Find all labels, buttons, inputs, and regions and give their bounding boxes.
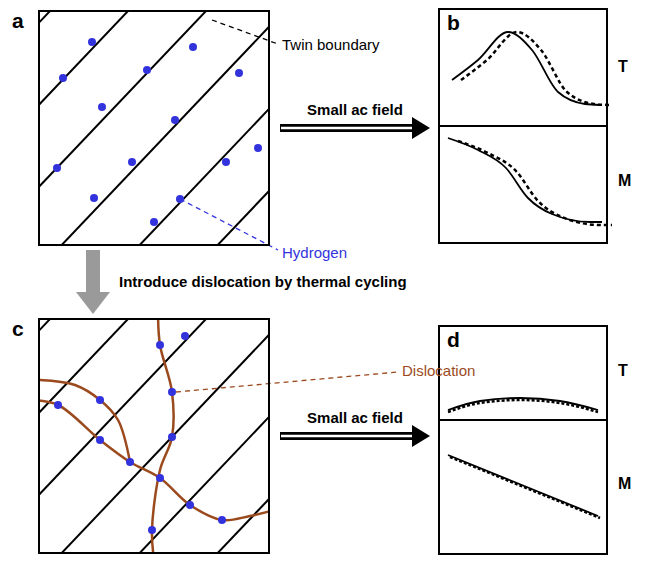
hydrogen-atom [156,474,164,482]
axis-label: T [618,362,628,380]
boundary-label: Twin boundary [282,36,380,53]
hydrogen-atom [98,103,106,111]
twin-boundaries [39,319,269,553]
arrow-head [412,425,430,447]
arrow-label: Small ac field [307,101,403,118]
twin-boundary [39,319,56,553]
axis-label: T [618,58,628,76]
hydrogen-atom [156,341,164,349]
hydrogen-atom [168,388,176,396]
panel-divider [438,125,608,127]
panel-letter: c [12,318,24,339]
hydrogen-dots [53,38,262,226]
hydrogen-atom [88,38,96,46]
twin-boundary [39,11,56,245]
arrow-shaft [280,124,414,132]
axis-label: M [618,172,631,190]
arrow-head [412,117,430,139]
leader-line [180,199,278,250]
hydrogen-atom [59,74,67,82]
hydrogen-atom [186,501,194,509]
hydrogen-atom [143,66,151,74]
panel-box: b [438,8,608,244]
hydrogen-atom [218,516,226,524]
response-curve [448,138,602,222]
twin-boundary [134,11,269,245]
twin-boundary [212,11,269,245]
twin-boundaries [39,11,269,245]
panel-box: a [38,10,270,246]
hydrogen-atom [53,164,61,172]
hydrogen-atom [189,43,197,51]
response-curves [448,32,612,518]
response-curve [450,457,600,518]
panel-divider [438,419,608,421]
transition-arrow [280,425,430,447]
arrow-shaft-inner [281,127,412,130]
twin-boundary [56,11,269,245]
hydrogen-dots [54,332,226,534]
twin-boundary [39,11,212,245]
twin-boundary [134,319,269,553]
dislocation-label: Dislocation [402,362,475,379]
panel-letter: a [12,10,24,31]
dislocation-lines [39,319,269,553]
twin-boundary [39,319,134,553]
panel-letter: d [447,329,460,350]
hydrogen-atom [148,526,156,534]
hydrogen-atom [168,433,176,441]
arrow-label: Small ac field [307,409,403,426]
response-curve [452,32,600,105]
panel-box: d [438,325,608,555]
hydrogen-atom [171,116,179,124]
response-curve [448,400,598,412]
arrow-shaft-inner [281,435,412,438]
twin-boundary [39,11,134,245]
hydrogen-atom [126,458,134,466]
leader-line [176,372,398,392]
arrow-head [76,292,110,314]
hydrogen-atom [181,332,189,340]
hydrogen-label: Hydrogen [282,244,347,261]
twin-boundary [39,319,212,553]
arrow-shaft [280,432,414,440]
hydrogen-atom [222,158,230,166]
hydrogen-atom [54,401,62,409]
response-curve [461,32,609,105]
transition-arrow [280,117,430,139]
hydrogen-atom [96,436,104,444]
panel-box: c [38,318,270,554]
hydrogen-atom [96,396,104,404]
hydrogen-atom [128,158,136,166]
panel-letter: b [447,12,460,33]
hydrogen-atom [254,144,262,152]
hydrogen-atom [90,194,98,202]
response-curve [458,141,612,225]
dislocation-line [40,380,130,462]
hydrogen-atom [150,218,158,226]
axis-label: M [618,475,631,493]
arrow-label: Introduce dislocation by thermal cycling [119,273,407,290]
hydrogen-atom [235,69,243,77]
arrow-shaft [86,250,100,294]
transition-arrow [76,250,110,314]
